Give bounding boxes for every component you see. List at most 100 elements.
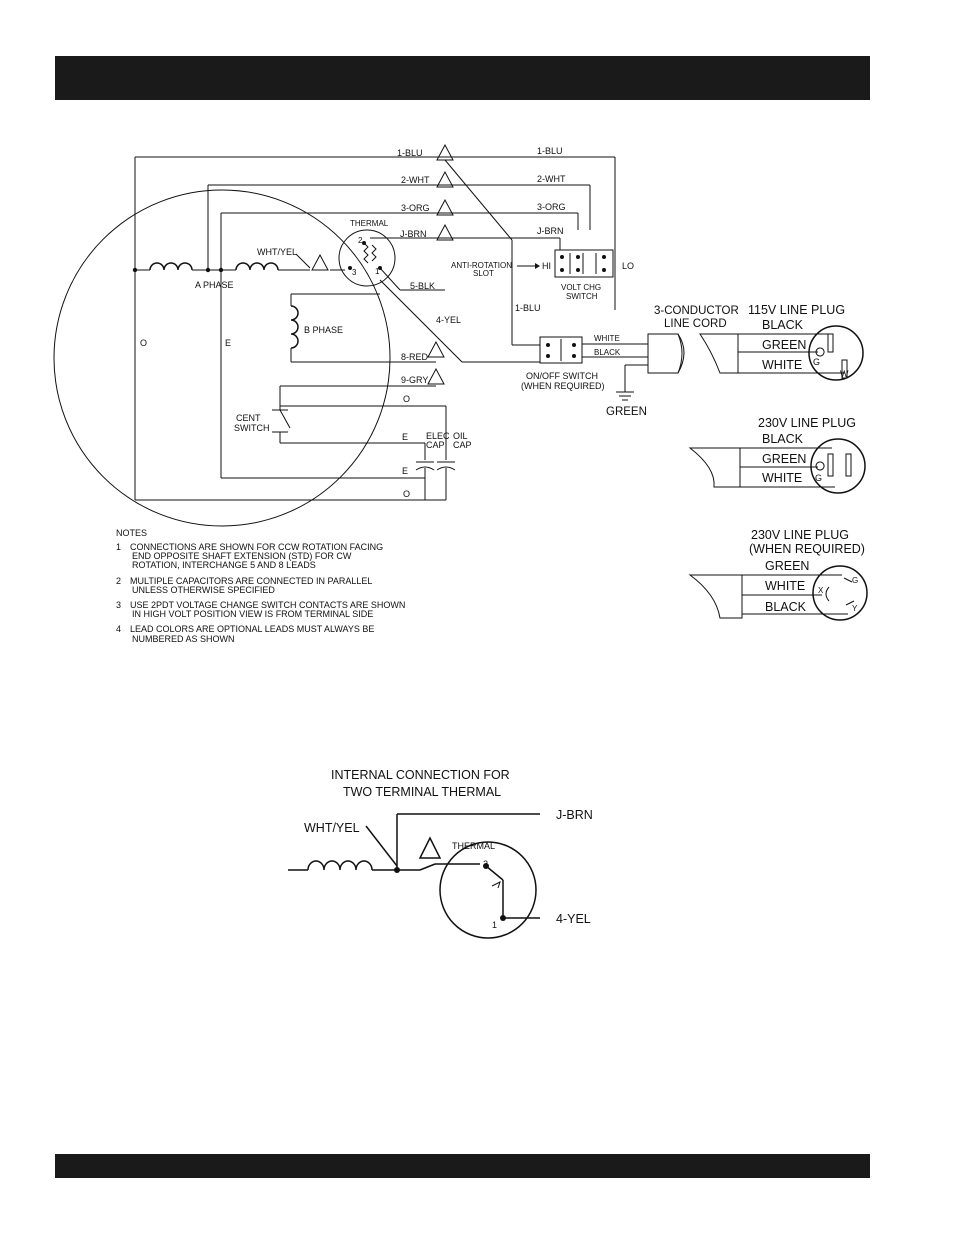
plug-230v	[688, 438, 866, 494]
plug-230v-optional-pin-y: Y	[852, 604, 858, 613]
lead-label-1: 1-BLU	[397, 148, 423, 158]
lead-label-3: 3-ORG	[401, 203, 430, 213]
plug-115v-title: 115V LINE PLUG	[748, 303, 845, 317]
lead-label-j-right: J-BRN	[537, 226, 564, 236]
on-off-when-label: (WHEN REQUIRED)	[521, 381, 605, 391]
o-mid-label: O	[403, 394, 410, 404]
e-cap-bottom-label: E	[402, 466, 408, 476]
thermal-detail-terminal-2: 2	[483, 859, 488, 869]
plug-230v-title: 230V LINE PLUG	[758, 416, 856, 430]
capacitors	[135, 405, 456, 501]
thermal-detail-terminal-1: 1	[492, 920, 497, 930]
plug-230v-optional-wire-black: BLACK	[765, 600, 807, 614]
wht-yel-label: WHT/YEL	[257, 247, 297, 257]
note-2-line-2: UNLESS OTHERWISE SPECIFIED	[132, 585, 275, 595]
cent-switch-label-2: SWITCH	[234, 423, 270, 433]
cent-switch	[272, 385, 436, 444]
hi-label: HI	[542, 261, 551, 271]
thermal-terminal-3: 3	[352, 268, 357, 277]
e-cap-top-label: E	[402, 432, 408, 442]
plug-230v-wire-white: WHITE	[762, 471, 802, 485]
anti-rotation-label: ANTI-ROTATION	[451, 261, 512, 270]
e-left-label: E	[225, 338, 231, 348]
plug-230v-optional-pin-g: G	[852, 576, 858, 585]
plug-115v-pin-g: G	[813, 357, 820, 367]
anti-rotation-slot-label: SLOT	[473, 269, 494, 278]
note-1-line-1: CONNECTIONS ARE SHOWN FOR CCW ROTATION F…	[130, 542, 383, 552]
plug-230v-optional	[688, 565, 868, 621]
on-off-label: ON/OFF SWITCH	[526, 371, 598, 381]
lead-label-3-right: 3-ORG	[537, 202, 566, 212]
b-phase-label: B PHASE	[304, 325, 343, 335]
lead-label-5: 5-BLK	[410, 281, 435, 291]
cent-switch-label: CENT	[236, 413, 261, 423]
oil-cap-label-2: CAP	[453, 440, 472, 450]
note-1-num: 1	[116, 542, 121, 552]
lead-label-9: 9-GRY	[401, 375, 428, 385]
plug-115v-wire-white: WHITE	[762, 358, 802, 372]
note-1-line-3: ROTATION, INTERCHANGE 5 AND 8 LEADS	[132, 560, 316, 570]
black-wire-label: BLACK	[594, 348, 621, 357]
motor-outline	[53, 189, 391, 527]
note-3-line-1: USE 2PDT VOLTAGE CHANGE SWITCH CONTACTS …	[130, 600, 405, 610]
plug-230v-optional-wire-white: WHITE	[765, 579, 805, 593]
thermal-protector	[338, 229, 396, 287]
plug-230v-optional-subtitle: (WHEN REQUIRED)	[749, 542, 865, 556]
plug-230v-wire-black: BLACK	[762, 432, 804, 446]
ground-symbol	[616, 364, 648, 401]
lead-label-1-lower: 1-BLU	[515, 303, 541, 313]
plug-115v-pin-w: W	[840, 369, 849, 379]
note-3-line-2: IN HIGH VOLT POSITION VIEW IS FROM TERMI…	[132, 609, 373, 619]
line-cord-label-2: LINE CORD	[664, 318, 727, 330]
o-bottom-label: O	[403, 489, 410, 499]
plug-115v	[738, 325, 864, 381]
thermal-detail-yel: 4-YEL	[556, 912, 591, 926]
note-3-num: 3	[116, 600, 121, 610]
lead-label-2: 2-WHT	[401, 175, 430, 185]
lead-label-j: J-BRN	[400, 229, 427, 239]
line-cord	[647, 333, 739, 374]
thermal-terminal-2: 2	[358, 236, 363, 245]
ground-label: GREEN	[606, 406, 647, 418]
note-2-num: 2	[116, 576, 121, 586]
plug-230v-optional-wire-green: GREEN	[765, 559, 809, 573]
thermal-detail-wht-yel: WHT/YEL	[304, 821, 360, 835]
on-off-switch	[539, 336, 648, 364]
white-wire-label: WHITE	[594, 334, 620, 343]
note-2-line-1: MULTIPLE CAPACITORS ARE CONNECTED IN PAR…	[130, 576, 372, 586]
plug-230v-wire-green: GREEN	[762, 452, 806, 466]
b-phase-coil	[290, 293, 436, 363]
volt-change-switch	[554, 249, 614, 278]
thermal-detail-title: INTERNAL CONNECTION FOR	[331, 768, 510, 782]
plug-230v-optional-pin-x: X	[818, 586, 824, 595]
footer-bar	[55, 1154, 870, 1178]
note-4-line-1: LEAD COLORS ARE OPTIONAL LEADS MUST ALWA…	[130, 624, 374, 634]
elec-cap-label-2: CAP	[426, 440, 445, 450]
lead-label-4: 4-YEL	[436, 315, 461, 325]
thermal-detail-label: THERMAL	[452, 841, 495, 851]
top-leads	[134, 156, 616, 500]
note-4-line-2: NUMBERED AS SHOWN	[132, 634, 235, 644]
thermal-detail	[288, 813, 540, 939]
volt-chg-switch-label: SWITCH	[566, 292, 598, 301]
thermal-detail-subtitle: TWO TERMINAL THERMAL	[343, 785, 501, 799]
plug-230v-optional-title: 230V LINE PLUG	[751, 528, 849, 542]
note-1-line-2: END OPPOSITE SHAFT EXTENSION (STD) FOR C…	[132, 551, 352, 561]
thermal-detail-j-brn: J-BRN	[556, 808, 593, 822]
lo-label: LO	[622, 261, 634, 271]
notes: NOTES 1 CONNECTIONS ARE SHOWN FOR CCW RO…	[116, 528, 405, 644]
thermal-terminal-1: 1	[375, 267, 380, 276]
o-left-label: O	[140, 338, 147, 348]
lead-label-2-right: 2-WHT	[537, 174, 566, 184]
plug-115v-wire-black: BLACK	[762, 318, 804, 332]
thermal-label: THERMAL	[350, 219, 389, 228]
note-4-num: 4	[116, 624, 121, 634]
volt-chg-label: VOLT CHG	[561, 283, 601, 292]
lead-label-1-right: 1-BLU	[537, 146, 563, 156]
oil-cap-label: OIL	[453, 431, 468, 441]
header-bar	[55, 56, 870, 100]
a-phase-label: A PHASE	[195, 280, 234, 290]
lead-terminals	[311, 143, 454, 385]
line-cord-label: 3-CONDUCTOR	[654, 305, 739, 317]
